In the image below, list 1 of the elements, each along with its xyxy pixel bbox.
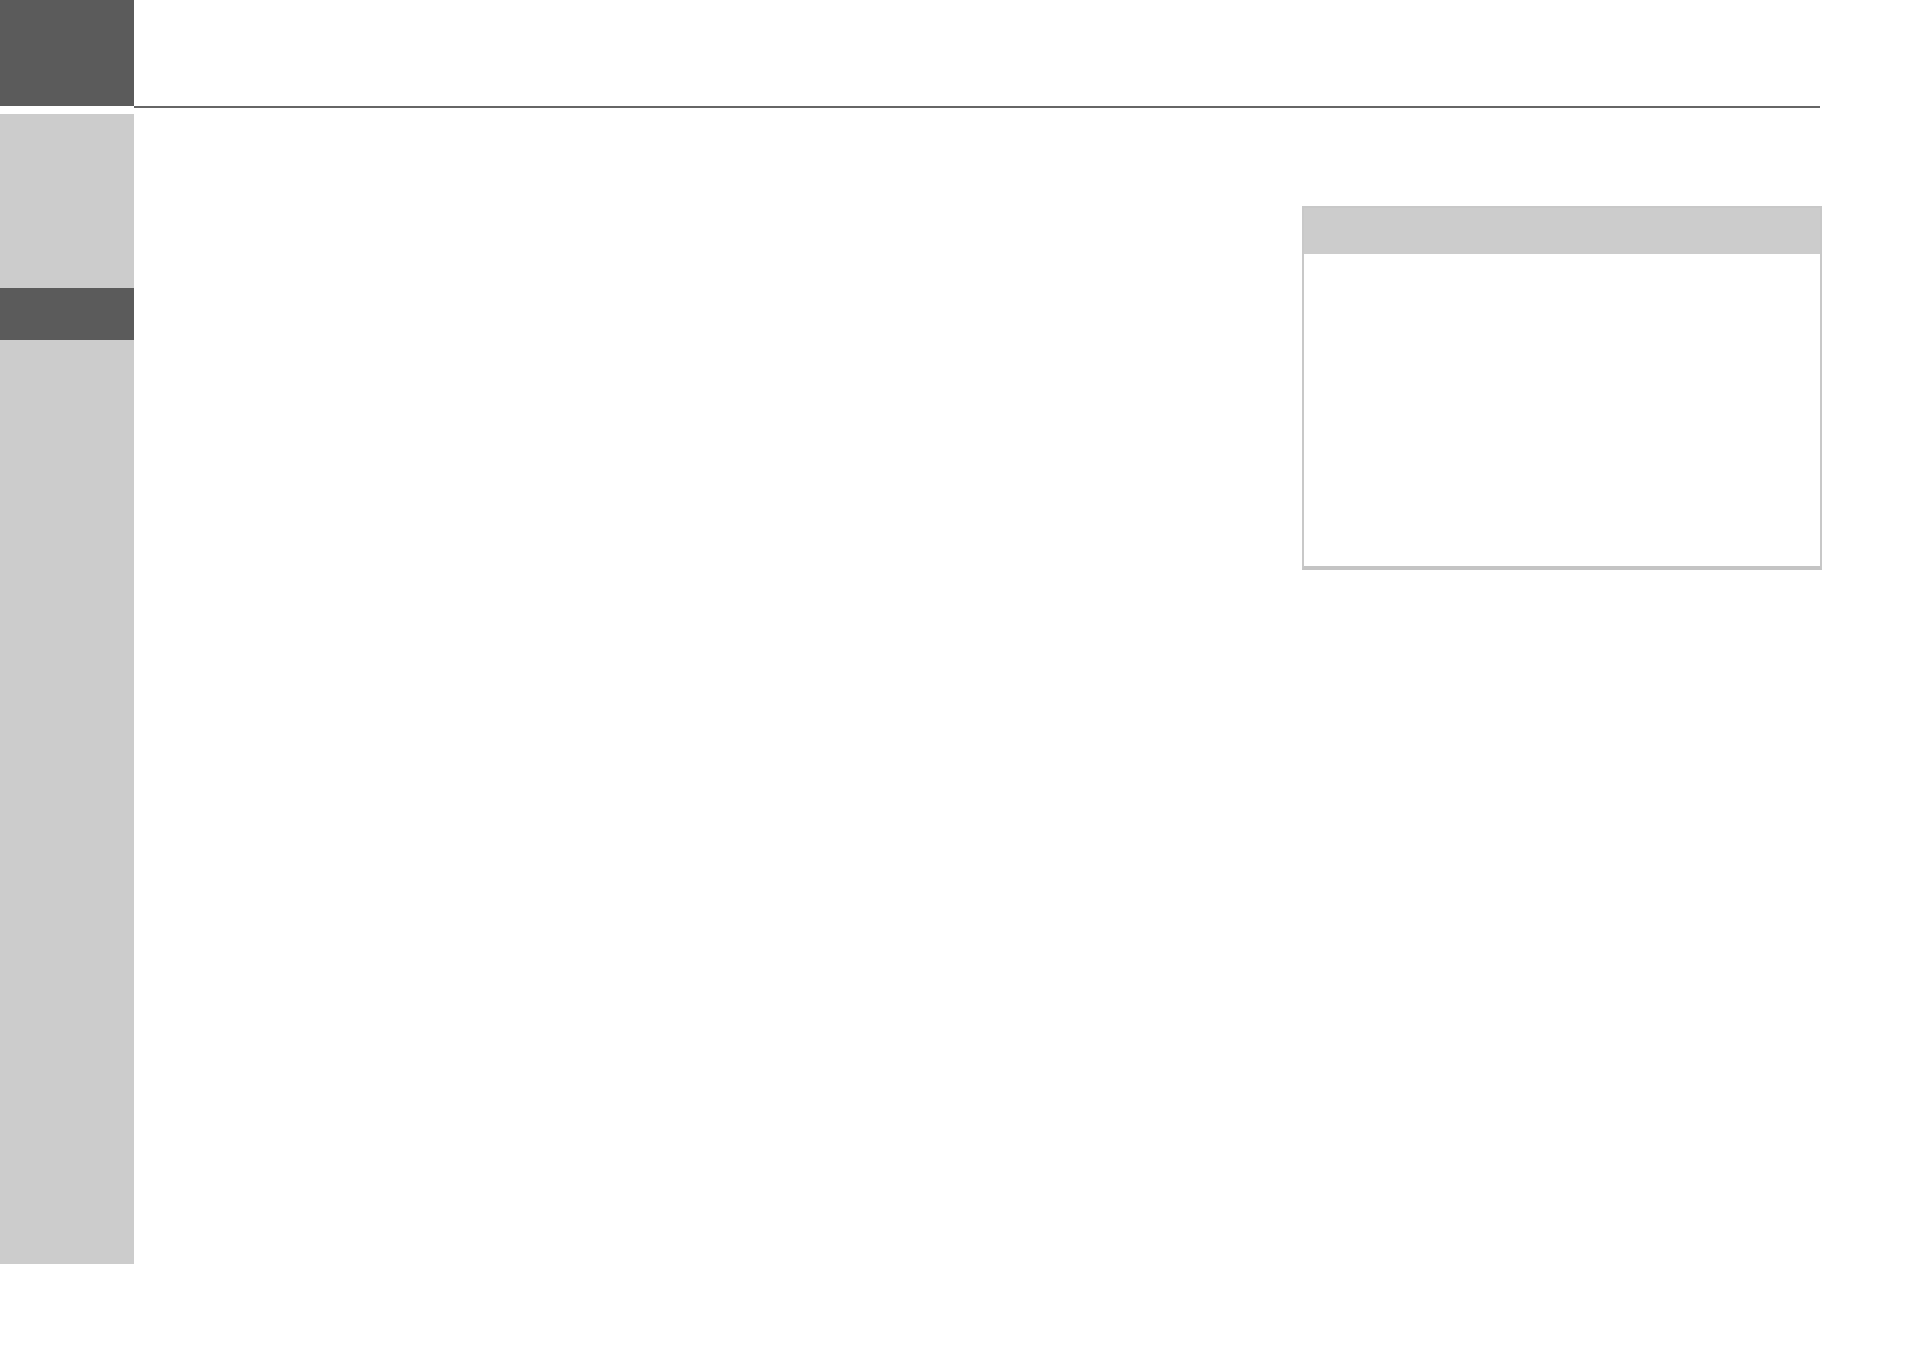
note-box xyxy=(1302,206,1822,570)
